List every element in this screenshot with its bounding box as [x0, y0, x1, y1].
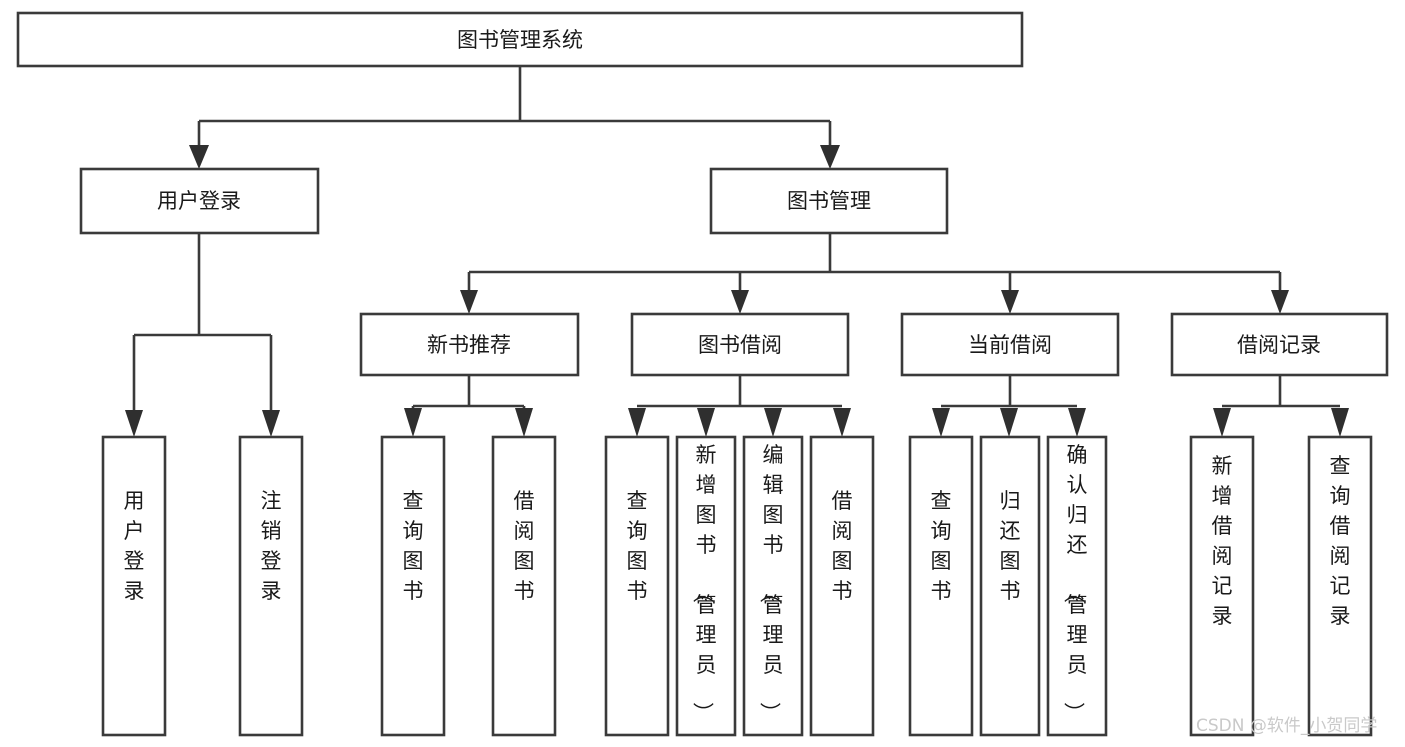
node-leaf-query-book-1-label: 查询图书: [403, 489, 424, 603]
node-root[interactable]: 图书管理系统: [16, 11, 1024, 68]
node-current-borrow-box[interactable]: [900, 312, 1120, 377]
node-book-borrow[interactable]: 图书借阅: [630, 312, 850, 377]
connector-group-current-borrow: [932, 375, 1086, 437]
node-leaf-borrow-book-2-label: 借阅图书: [832, 489, 853, 603]
connector-group-user-login: [125, 233, 280, 437]
arrow-head-leaf-confirm-return: [1068, 408, 1086, 437]
node-leaf-query-book-1[interactable]: 查询图书: [380, 435, 446, 737]
node-user-login-label: 用户登录: [157, 189, 241, 213]
arrow-head-new-book-recommend: [460, 290, 478, 314]
node-book-management-box[interactable]: [709, 167, 949, 235]
node-leaf-query-book-2[interactable]: 查询图书: [604, 435, 670, 737]
arrow-head-leaf-add-record: [1213, 408, 1231, 437]
node-leaf-logout-login[interactable]: 注销登录: [238, 435, 304, 737]
node-leaf-return-book-label: 归还图书: [1000, 489, 1021, 603]
node-leaf-query-book-2-label: 查询图书: [627, 489, 648, 603]
node-leaf-add-book[interactable]: 新增图书（管理员）: [675, 435, 737, 737]
node-leaf-confirm-return[interactable]: 确认归还（管理员）: [1046, 435, 1108, 737]
node-current-borrow-label: 当前借阅: [968, 333, 1052, 357]
arrow-head-leaf-add-book: [697, 408, 715, 437]
node-leaf-user-login-label: 用户登录: [124, 489, 145, 603]
arrow-head-user-login: [189, 145, 209, 169]
node-leaf-confirm-return-box[interactable]: [1046, 435, 1108, 737]
node-leaf-query-record-box[interactable]: [1307, 435, 1373, 737]
node-leaf-add-record[interactable]: 新增借阅记录: [1189, 435, 1255, 737]
node-leaf-query-book-3[interactable]: 查询图书: [908, 435, 974, 737]
node-leaf-edit-book-box[interactable]: [742, 435, 804, 737]
connector-group-book-management: [460, 233, 1289, 314]
node-book-management-label: 图书管理: [787, 189, 871, 213]
node-leaf-query-book-1-box[interactable]: [380, 435, 446, 737]
node-leaf-edit-book-label: 编辑图书（管理员）: [758, 443, 784, 723]
node-leaf-user-login-box[interactable]: [101, 435, 167, 737]
node-borrow-record-box[interactable]: [1170, 312, 1389, 377]
node-leaf-query-record[interactable]: 查询借阅记录: [1307, 435, 1373, 737]
connector-group-book-borrow: [628, 375, 851, 437]
node-leaf-borrow-book-2-box[interactable]: [809, 435, 875, 737]
node-leaf-query-book-3-label: 查询图书: [931, 489, 952, 603]
node-leaf-query-book-3-box[interactable]: [908, 435, 974, 737]
arrow-head-leaf-borrow-book-1: [515, 408, 533, 437]
connector-group-root: [189, 66, 840, 169]
node-root-box[interactable]: [16, 11, 1024, 68]
node-leaf-edit-book[interactable]: 编辑图书（管理员）: [742, 435, 804, 737]
arrow-head-current-borrow: [1001, 290, 1019, 314]
node-leaf-query-record-label: 查询借阅记录: [1330, 454, 1351, 628]
node-new-book-recommend[interactable]: 新书推荐: [359, 312, 580, 377]
connector-group-borrow-record: [1213, 375, 1349, 437]
arrow-head-book-management: [820, 145, 840, 169]
arrow-head-leaf-query-book-1: [404, 408, 422, 437]
node-leaf-logout-login-label: 注销登录: [261, 489, 282, 603]
node-leaf-add-record-box[interactable]: [1189, 435, 1255, 737]
node-leaf-confirm-return-label: 确认归还（管理员）: [1062, 443, 1088, 723]
node-leaf-add-book-box[interactable]: [675, 435, 737, 737]
node-leaf-add-record-label: 新增借阅记录: [1212, 454, 1233, 628]
node-borrow-record-label: 借阅记录: [1237, 333, 1321, 357]
node-borrow-record[interactable]: 借阅记录: [1170, 312, 1389, 377]
arrow-head-leaf-query-record: [1331, 408, 1349, 437]
node-current-borrow[interactable]: 当前借阅: [900, 312, 1120, 377]
arrow-head-leaf-edit-book: [764, 408, 782, 437]
node-new-book-recommend-label: 新书推荐: [427, 333, 511, 357]
node-leaf-borrow-book-1-label: 借阅图书: [514, 489, 535, 603]
node-leaf-borrow-book-2[interactable]: 借阅图书: [809, 435, 875, 737]
arrow-head-leaf-query-book-3: [932, 408, 950, 437]
arrow-head-leaf-user-login: [125, 410, 143, 437]
node-book-management[interactable]: 图书管理: [709, 167, 949, 235]
node-leaf-borrow-book-1-box[interactable]: [491, 435, 557, 737]
node-leaf-return-book-box[interactable]: [979, 435, 1041, 737]
node-leaf-user-login[interactable]: 用户登录: [101, 435, 167, 737]
node-leaf-query-book-2-box[interactable]: [604, 435, 670, 737]
node-leaf-return-book[interactable]: 归还图书: [979, 435, 1041, 737]
arrow-head-book-borrow: [731, 290, 749, 314]
node-user-login[interactable]: 用户登录: [79, 167, 320, 235]
arrow-head-leaf-query-book-2: [628, 408, 646, 437]
node-book-borrow-label: 图书借阅: [698, 333, 782, 357]
node-new-book-recommend-box[interactable]: [359, 312, 580, 377]
node-root-label: 图书管理系统: [457, 28, 583, 52]
csdn-watermark: CSDN @软件_小贺同学: [1196, 716, 1377, 736]
arrow-head-leaf-borrow-book-2: [833, 408, 851, 437]
node-user-login-box[interactable]: [79, 167, 320, 235]
node-leaf-add-book-label: 新增图书（管理员）: [691, 443, 717, 723]
arrow-head-leaf-logout-login: [262, 410, 280, 437]
node-book-borrow-box[interactable]: [630, 312, 850, 377]
node-leaf-logout-login-box[interactable]: [238, 435, 304, 737]
connector-group-new-book-recommend: [404, 375, 533, 437]
arrow-head-borrow-record: [1271, 290, 1289, 314]
arrow-head-leaf-return-book: [1000, 408, 1018, 437]
node-leaf-borrow-book-1[interactable]: 借阅图书: [491, 435, 557, 737]
